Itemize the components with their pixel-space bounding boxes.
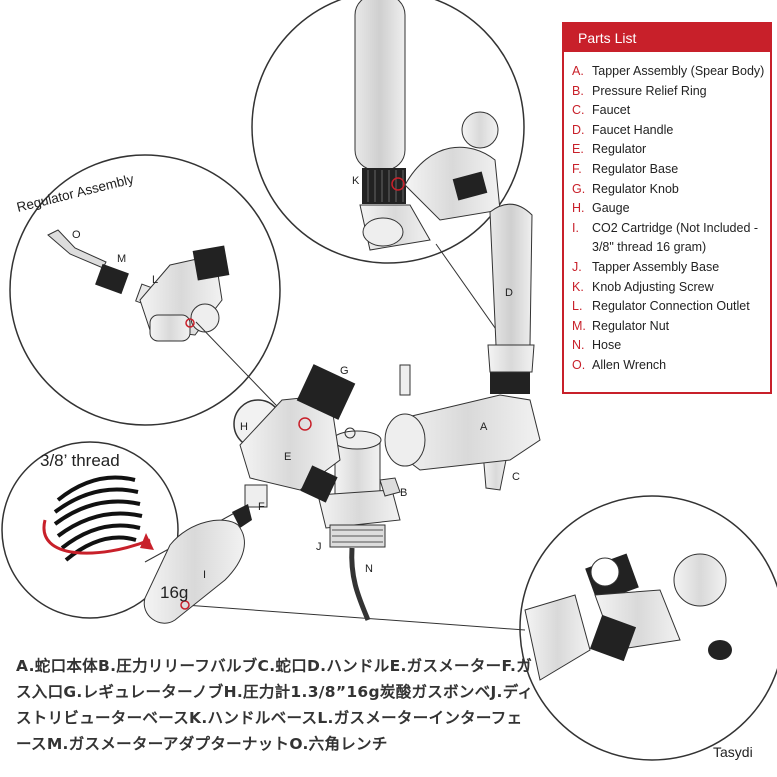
label-g: G [340, 365, 349, 377]
detail-circle-knob [251, 0, 525, 264]
japanese-caption: A.蛇口本体B.圧力リリーフバルブC.蛇口D.ハンドルE.ガスメーターF.ガス入… [16, 657, 534, 753]
parts-list-letter: K. [572, 279, 584, 294]
parts-list-text: Faucet Handle [592, 122, 674, 137]
parts-list-letter: M. [572, 318, 586, 333]
label-m: M [117, 253, 126, 265]
parts-list-text: Regulator Knob [592, 181, 679, 196]
parts-list-text: Knob Adjusting Screw [592, 279, 714, 294]
parts-list-item: M. Regulator Nut [572, 317, 770, 337]
parts-list-title: Parts List [564, 24, 770, 52]
parts-list-letter: H. [572, 201, 585, 216]
label-j: J [316, 541, 322, 553]
label-l: L [152, 274, 158, 286]
main-assembly [143, 203, 541, 624]
parts-list-text: Faucet [592, 103, 631, 118]
parts-list-text: Pressure Relief Ring [592, 83, 707, 98]
parts-list-item: G. Regulator Knob [572, 180, 770, 200]
parts-list-item: B. Pressure Relief Ring [572, 82, 770, 102]
label-c: C [512, 471, 520, 483]
parts-list-item: K. Knob Adjusting Screw [572, 278, 770, 298]
parts-list-letter: B. [572, 83, 584, 98]
parts-list-letter: N. [572, 338, 585, 353]
thread-label: 3/8’ thread [40, 451, 120, 470]
parts-list-item: H. Gauge [572, 199, 770, 219]
parts-list-text: CO2 Cartridge (Not Included - 3/8" threa… [592, 220, 759, 255]
label-d: D [505, 287, 513, 299]
detail-circle-outlet [519, 495, 777, 761]
label-h: H [240, 421, 248, 433]
parts-list-text: Regulator Connection Outlet [592, 299, 750, 314]
parts-list-letter: G. [572, 181, 586, 196]
label-a: A [480, 421, 488, 433]
parts-list-letter: D. [572, 122, 585, 137]
parts-list-text: Regulator Nut [592, 318, 670, 333]
parts-list-letter: O. [572, 357, 586, 372]
parts-list-item: E. Regulator [572, 140, 770, 160]
part-labels: K O M L D G H A E C B F J I N [72, 175, 520, 581]
parts-list-letter: A. [572, 64, 584, 78]
label-f: F [258, 501, 265, 513]
parts-list-panel: Parts List A. Tapper Assembly (Spear Body… [562, 22, 772, 394]
parts-list-item: N. Hose [572, 336, 770, 356]
detail-circle-regulator [9, 154, 281, 426]
label-k: K [352, 175, 360, 187]
parts-list-item: C. Faucet [572, 101, 770, 121]
parts-list-text: Allen Wrench [592, 357, 667, 372]
parts-list-letter: E. [572, 142, 584, 157]
parts-list-item: O. Allen Wrench [572, 356, 770, 376]
parts-list-text: Hose [592, 338, 622, 353]
brand-name: Tasydi [713, 744, 753, 760]
cartridge-size-label: 16g [160, 583, 188, 602]
parts-list-letter: L. [572, 299, 583, 314]
parts-list-item: J. Tapper Assembly Base [572, 258, 770, 278]
parts-list-text: Regulator [592, 142, 647, 157]
parts-list-item: A. Tapper Assembly (Spear Body) [572, 62, 770, 82]
parts-list-text: Tapper Assembly (Spear Body) [592, 64, 765, 78]
label-n: N [365, 563, 373, 575]
parts-list-letter: I. [572, 220, 579, 235]
label-b: B [400, 487, 407, 499]
label-e: E [284, 451, 291, 463]
parts-list-item: I. CO2 Cartridge (Not Included - 3/8" thr… [572, 219, 770, 258]
parts-list-item: F. Regulator Base [572, 160, 770, 180]
parts-list-text: Regulator Base [592, 161, 679, 176]
label-i: I [203, 569, 206, 581]
parts-list-text: Tapper Assembly Base [592, 259, 720, 274]
parts-list-item: D. Faucet Handle [572, 121, 770, 141]
detail-circle-thread [1, 441, 179, 619]
parts-list: A. Tapper Assembly (Spear Body) B. Pressure… [564, 52, 770, 376]
parts-list-letter: F. [572, 161, 582, 176]
parts-list-letter: C. [572, 103, 585, 118]
parts-list-letter: J. [572, 259, 582, 274]
parts-list-text: Gauge [592, 201, 630, 216]
label-o: O [72, 229, 81, 241]
parts-list-item: L. Regulator Connection Outlet [572, 297, 770, 317]
